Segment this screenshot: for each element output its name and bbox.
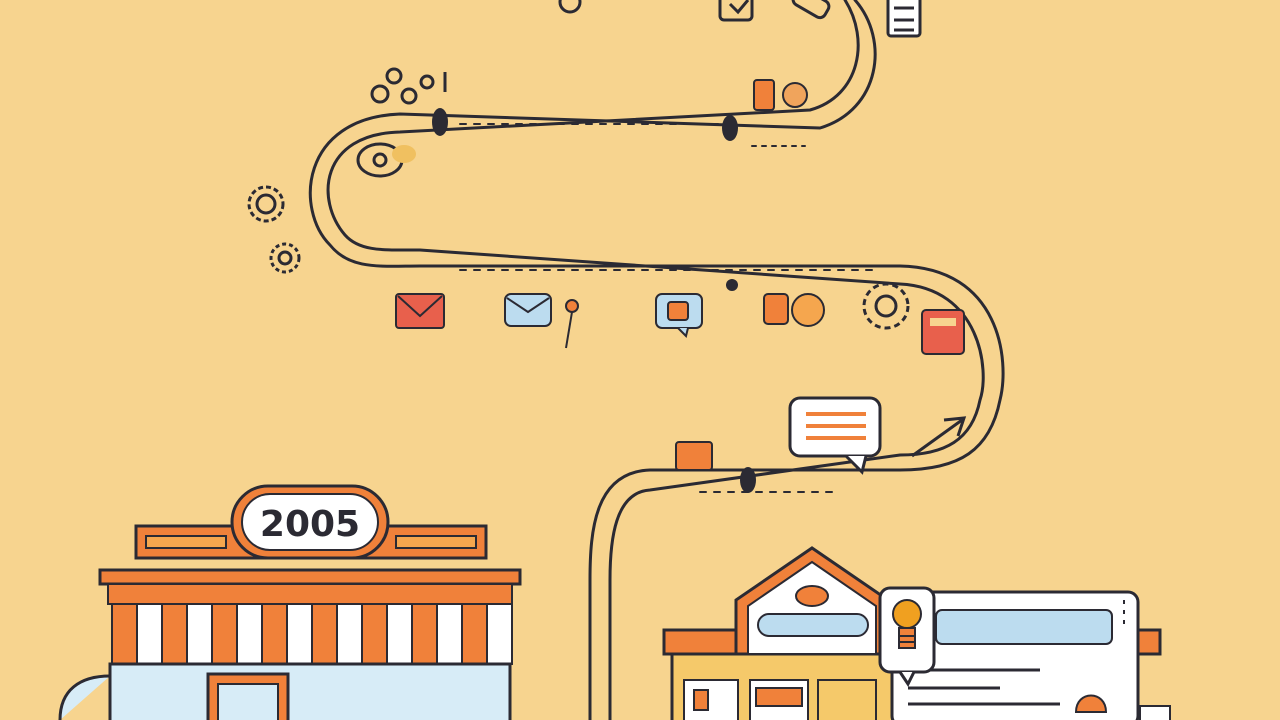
coin-icon: [370, 67, 447, 105]
winding-road: [308, 0, 1005, 720]
document-icon: [886, 0, 922, 38]
lightbulb-icon: [878, 586, 936, 687]
gear-icon: [558, 0, 582, 14]
milestone-marker: [432, 108, 448, 136]
arrow-icon: [911, 416, 967, 458]
at-sign-icon: [356, 142, 416, 178]
location-pin-icon: [565, 299, 579, 349]
jar-icon: [753, 79, 808, 111]
milestone-marker: [722, 115, 738, 141]
envelope-icon: [504, 293, 552, 327]
gear-icon: [862, 282, 910, 330]
year-sign-label: 2005: [260, 504, 360, 545]
road-markers: [432, 108, 756, 493]
awning: [107, 583, 513, 665]
coin-icon: [763, 293, 825, 327]
box-icon: [718, 0, 754, 22]
tool-icon: [791, 0, 831, 20]
web-window: [890, 590, 1140, 720]
gear-icon: [247, 185, 301, 274]
storefront-2005: 2005: [58, 484, 522, 720]
calendar-icon: [921, 309, 965, 355]
chat-bubble-icon: [788, 396, 882, 475]
chat-bubble-icon: [655, 293, 703, 338]
box-icon: [675, 441, 713, 471]
envelope-icon: [395, 293, 445, 329]
milestone-marker: [726, 279, 738, 291]
milestone-marker: [740, 467, 756, 493]
